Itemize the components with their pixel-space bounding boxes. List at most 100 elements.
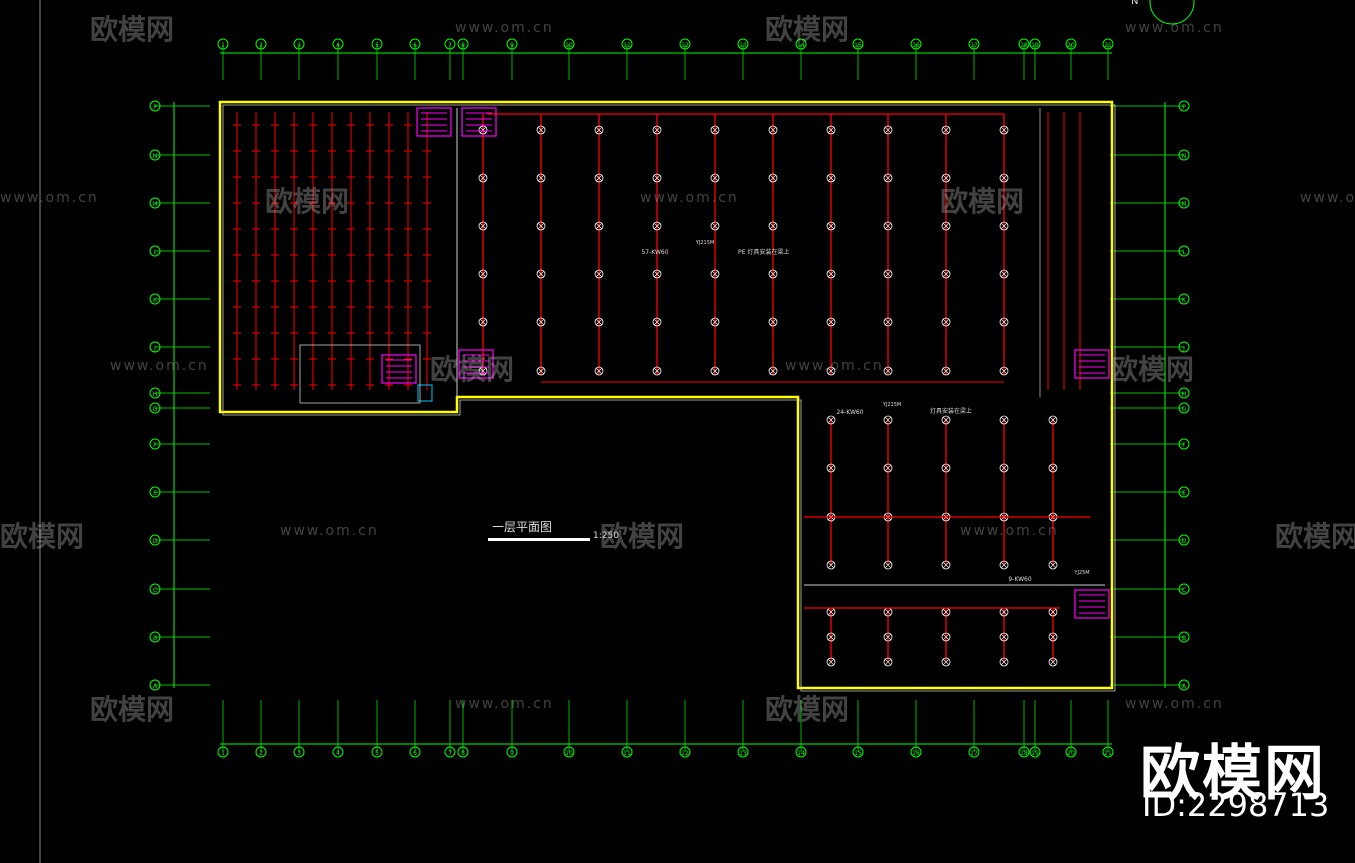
light-fixture-icon [595, 367, 603, 375]
panel-spec-main: YJ215M [695, 240, 714, 246]
light-fixture-icon [884, 318, 892, 326]
light-fixture-icon [827, 174, 835, 182]
light-fixture-icon [884, 633, 892, 641]
light-fixture-icon [769, 126, 777, 134]
light-fixture-icon [652, 221, 662, 231]
column-axis-label: 19 [1031, 42, 1039, 49]
column-axis-bubble [1029, 746, 1041, 758]
column-axis-label: 13 [739, 750, 747, 757]
drawing-title: 一层平面图 [492, 520, 553, 534]
title-underline [488, 538, 590, 541]
light-fixture-icon [941, 632, 951, 642]
row-axis-label: K [1182, 297, 1187, 304]
row-axis-bubble [149, 293, 161, 305]
light-fixture-icon [1048, 463, 1058, 473]
column-axis-label: 8 [461, 42, 465, 49]
light-fixture-icon [826, 560, 836, 570]
light-fixture-icon [942, 561, 950, 569]
light-fixture-icon [537, 270, 545, 278]
equipment-room [458, 349, 494, 379]
column-axis-bubble [457, 746, 469, 758]
light-fixture-icon [653, 318, 661, 326]
light-fixture-icon [827, 416, 835, 424]
light-fixture-icon [710, 317, 720, 327]
light-fixture-icon [999, 221, 1009, 231]
row-axis-bubble [149, 149, 161, 161]
light-fixture-icon [827, 608, 835, 616]
light-fixture-icon [711, 174, 719, 182]
row-axis-label: D [153, 538, 158, 545]
light-fixture-icon [941, 366, 951, 376]
row-axis-bubble [1178, 293, 1190, 305]
light-fixture-icon [710, 125, 720, 135]
row-axis-bubble [149, 402, 161, 414]
column-axis-label: 6 [413, 42, 417, 49]
light-fixture-icon [826, 463, 836, 473]
row-axis-bubble [149, 534, 161, 546]
light-fixture-icon [711, 126, 719, 134]
light-fixture-icon [1000, 367, 1008, 375]
column-axis-label: 15 [854, 42, 862, 49]
row-axis-bubble [1178, 534, 1190, 546]
row-axis-label: B [153, 635, 157, 642]
column-axis-bubble [293, 746, 305, 758]
light-fixture-icon [883, 173, 893, 183]
light-fixture-icon [769, 270, 777, 278]
light-fixture-icon [536, 366, 546, 376]
light-fixture-icon [1000, 174, 1008, 182]
light-fixture-icon [595, 174, 603, 182]
column-axis-bubble [371, 746, 383, 758]
column-axis-bubble [563, 746, 575, 758]
light-fixture-icon [1000, 416, 1008, 424]
column-axis-label: 15 [854, 750, 862, 757]
row-axis-bubble [149, 387, 161, 399]
light-fixture-icon [1049, 608, 1057, 616]
row-axis-bubble [149, 486, 161, 498]
light-fixture-icon [941, 269, 951, 279]
light-fixture-icon [883, 463, 893, 473]
row-axis-label: L [1182, 249, 1186, 256]
elevator-icon [417, 384, 433, 402]
row-axis-label: K [153, 297, 158, 304]
light-fixture-icon [478, 221, 488, 231]
light-fixture-icon [942, 608, 950, 616]
light-fixture-icon [769, 174, 777, 182]
column-axis-label: 11 [623, 42, 631, 49]
column-axis-label: 2 [259, 750, 263, 757]
light-fixture-icon [710, 221, 720, 231]
row-axis-label: G [1182, 406, 1187, 413]
column-axis-label: 20 [1067, 750, 1075, 757]
column-axis-label: 5 [375, 750, 379, 757]
light-fixture-icon [710, 173, 720, 183]
panel-label-south: 24-KW60 [836, 409, 863, 416]
row-axis-bubble [1178, 341, 1190, 353]
light-fixture-icon [478, 173, 488, 183]
light-fixture-icon [884, 608, 892, 616]
column-axis-bubble [1102, 38, 1114, 50]
row-axis-label: J [1182, 345, 1185, 352]
light-fixture-icon [827, 561, 835, 569]
light-fixture-icon [536, 317, 546, 327]
row-axis-label: E [153, 490, 157, 497]
light-fixture-icon [1049, 464, 1057, 472]
light-fixture-icon [769, 222, 777, 230]
light-fixture-icon [537, 318, 545, 326]
column-axis-bubble [679, 38, 691, 50]
light-fixture-icon [478, 125, 488, 135]
light-fixture-icon [479, 222, 487, 230]
column-axis-bubble [371, 38, 383, 50]
light-fixture-icon [1048, 657, 1058, 667]
light-fixture-icon [942, 270, 950, 278]
light-fixture-icon [768, 317, 778, 327]
column-axis-label: 12 [681, 750, 689, 757]
column-axis-label: 13 [739, 42, 747, 49]
light-fixture-icon [942, 633, 950, 641]
column-axis-label: 2 [259, 42, 263, 49]
light-fixture-icon [711, 318, 719, 326]
column-axis-label: 14 [797, 42, 805, 49]
column-axis-bubble [1018, 38, 1030, 50]
light-fixture-icon [941, 221, 951, 231]
row-axis-bubble [149, 100, 161, 112]
light-fixture-icon [942, 658, 950, 666]
